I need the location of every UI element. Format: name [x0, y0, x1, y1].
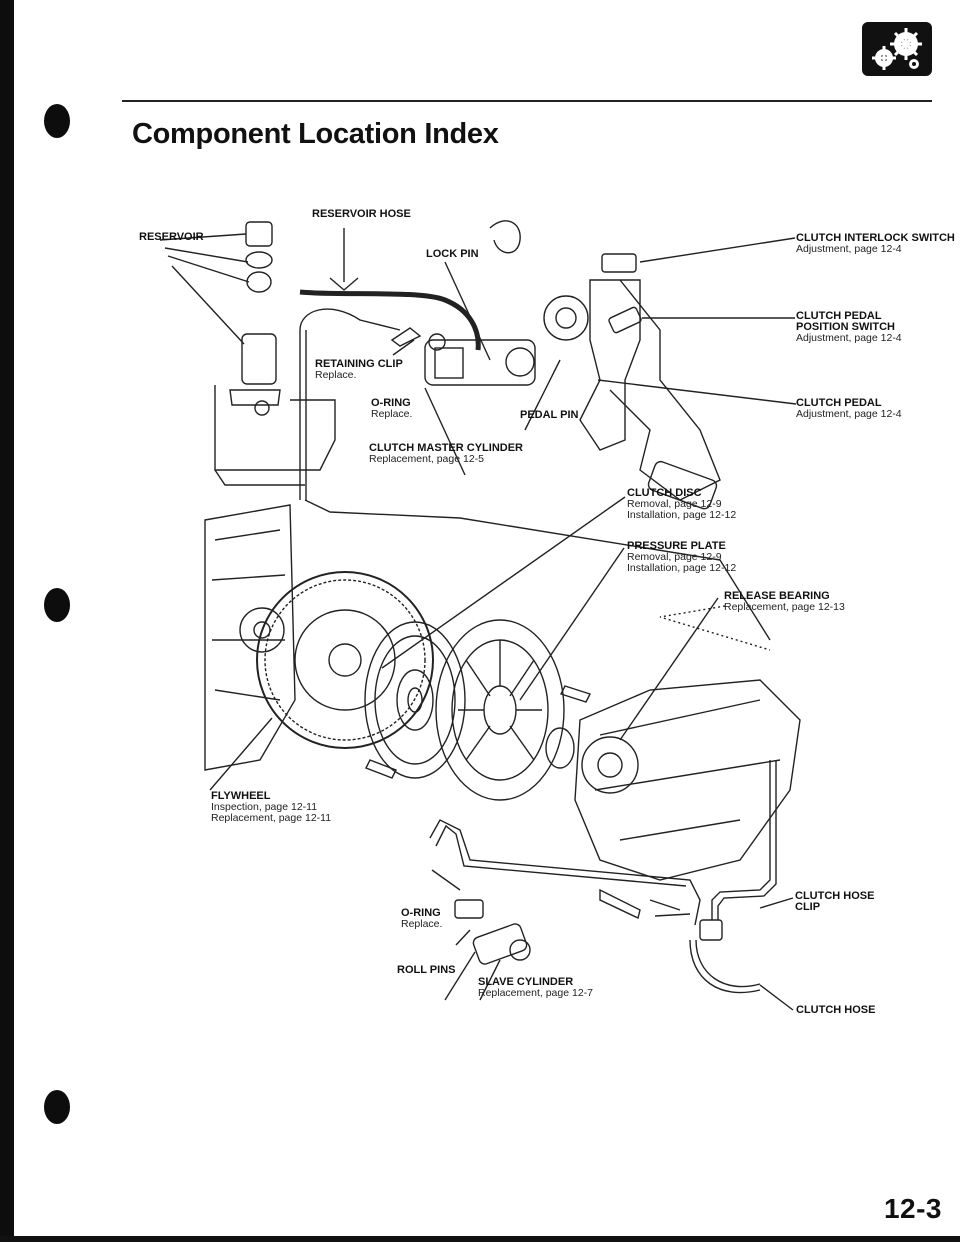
- page-edge-bar: [0, 0, 14, 1242]
- margin-bullet-1: [44, 104, 70, 138]
- label-reservoir-hose: RESERVOIR HOSE: [312, 208, 411, 220]
- master-cylinder-part: [424, 295, 589, 386]
- page-number: 12-3: [883, 1193, 942, 1224]
- label-clutch-pedal: CLUTCH PEDAL: [796, 397, 882, 409]
- note-pressure-plate-2: Installation, page 12-12: [627, 562, 737, 574]
- label-reservoir: RESERVOIR: [139, 231, 204, 243]
- flywheel-part: [256, 571, 434, 749]
- note-slave-cylinder: Replacement, page 12-7: [478, 987, 593, 999]
- note-oring-top: Replace.: [371, 408, 413, 420]
- engine-block-part: [204, 504, 296, 771]
- clutch-disc-part: [364, 621, 466, 779]
- label-clutch-hose-clip-2: CLIP: [795, 901, 821, 913]
- label-oring-top: O-RING: [371, 397, 411, 409]
- note-flywheel-2: Replacement, page 12-11: [211, 812, 332, 824]
- label-pedal-position-switch-2: POSITION SWITCH: [796, 321, 895, 333]
- label-oring-bottom: O-RING: [401, 907, 441, 919]
- note-pressure-plate-1: Removal, page 12-9: [627, 551, 722, 563]
- note-clutch-pedal: Adjustment, page 12-4: [796, 408, 902, 420]
- margin-bullet-3: [44, 1090, 70, 1124]
- note-oring-bottom: Replace.: [401, 918, 443, 930]
- reservoir-part: [229, 221, 281, 406]
- note-clutch-disc-1: Removal, page 12-9: [627, 498, 722, 510]
- label-lock-pin: LOCK PIN: [426, 248, 479, 260]
- label-master-cylinder: CLUTCH MASTER CYLINDER: [369, 442, 523, 454]
- note-flywheel-1: Inspection, page 12-11: [211, 801, 318, 813]
- label-flywheel: FLYWHEEL: [211, 790, 271, 802]
- label-pedal-pin: PEDAL PIN: [520, 409, 579, 421]
- gear-engine-icon: [862, 22, 932, 76]
- label-clutch-hose: CLUTCH HOSE: [796, 1004, 876, 1016]
- pressure-plate-part: [435, 619, 565, 801]
- label-clutch-disc: CLUTCH DISC: [627, 487, 702, 499]
- header-rule: [122, 100, 932, 102]
- label-clutch-hose-clip-1: CLUTCH HOSE: [795, 890, 875, 902]
- label-retaining-clip: RETAINING CLIP: [315, 358, 403, 370]
- label-slave-cylinder: SLAVE CYLINDER: [478, 976, 574, 988]
- page-title: Component Location Index: [132, 118, 499, 150]
- slave-cylinder-part: [454, 899, 531, 965]
- note-retaining-clip: Replace.: [315, 369, 357, 381]
- note-release-bearing: Replacement, page 12-13: [724, 601, 845, 613]
- margin-bullet-2: [44, 588, 70, 622]
- label-pressure-plate: PRESSURE PLATE: [627, 540, 726, 552]
- note-master-cylinder: Replacement, page 12-5: [369, 453, 484, 465]
- note-pedal-position-switch: Adjustment, page 12-4: [796, 332, 902, 344]
- transmission-part: [574, 679, 801, 881]
- label-pedal-position-switch-1: CLUTCH PEDAL: [796, 310, 882, 322]
- label-roll-pins: ROLL PINS: [397, 964, 456, 976]
- note-interlock-switch: Adjustment, page 12-4: [796, 243, 902, 255]
- clutch-pedal-part: [579, 279, 721, 510]
- label-release-bearing: RELEASE BEARING: [724, 590, 830, 602]
- bottom-bar: [0, 1236, 960, 1242]
- label-interlock-switch: CLUTCH INTERLOCK SWITCH: [796, 232, 955, 244]
- note-clutch-disc-2: Installation, page 12-12: [627, 509, 737, 521]
